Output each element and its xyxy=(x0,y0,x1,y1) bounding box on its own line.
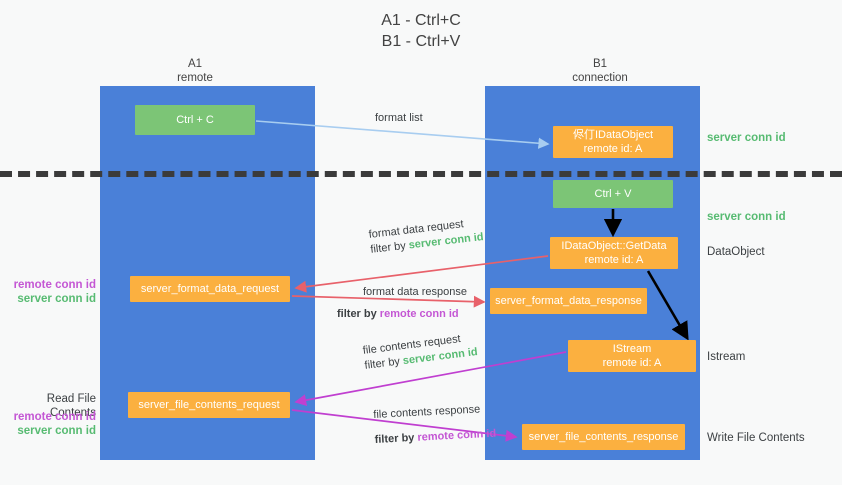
annotation-server-conn-id-mid: server conn id xyxy=(707,211,786,223)
column-header-a1: A1 remote xyxy=(120,57,270,85)
divider-dashed-line xyxy=(0,171,842,177)
edge-label-file-contents-response-filter-prefix: filter by xyxy=(374,431,418,446)
column-a1-name: A1 xyxy=(187,58,203,70)
column-header-b1: B1 connection xyxy=(525,57,675,85)
annotation-left-conn-ids-top: remote conn id server conn id xyxy=(8,278,96,306)
annotation-remote-conn-id-2: remote conn id xyxy=(13,411,96,423)
node-idataobject-line2: remote id: A xyxy=(583,143,643,155)
edge-label-file-contents-response: file contents response filter by remote … xyxy=(373,402,497,448)
annotation-server-conn-id-2: server conn id xyxy=(17,425,96,437)
node-ctrl-v-label: Ctrl + V xyxy=(594,188,632,200)
title-line-1: A1 - Ctrl+C xyxy=(381,12,461,29)
annotation-left-conn-ids-bottom: remote conn id server conn id xyxy=(8,410,96,438)
annotation-read-file-contents: Read File Contents xyxy=(46,393,96,419)
node-server-file-contents-response[interactable]: server_file_contents_response xyxy=(522,424,685,450)
edge-format-data-response xyxy=(291,295,486,308)
annotation-server-conn-id-1: server conn id xyxy=(17,293,96,305)
node-server-format-data-response-label: server_format_data_response xyxy=(495,295,642,307)
page-title: A1 - Ctrl+C B1 - Ctrl+V xyxy=(0,10,842,52)
edge-label-format-data-response: format data response filter by remote co… xyxy=(337,285,467,322)
node-server-format-data-response[interactable]: server_format_data_response xyxy=(490,288,647,314)
node-ctrl-c-label: Ctrl + C xyxy=(176,114,214,126)
edge-label-format-data-response-filter-prefix: filter by xyxy=(337,308,380,320)
node-server-file-contents-request-label: server_file_contents_request xyxy=(138,399,280,411)
annotation-istream: Istream xyxy=(707,351,746,363)
edge-format-list xyxy=(255,120,550,149)
node-istream-line1: IStream xyxy=(612,343,652,355)
edge-label-format-data-request-filter-prefix: filter by xyxy=(369,239,410,256)
annotation-remote-conn-id-1: remote conn id xyxy=(13,279,96,291)
edge-file-contents-request xyxy=(294,351,567,406)
node-ctrl-c[interactable]: Ctrl + C xyxy=(135,105,255,135)
edge-label-format-list: format list xyxy=(375,112,423,124)
edge-label-format-data-response-filter-value: remote conn id xyxy=(379,308,459,320)
edge-label-format-data-response-line1: format data response xyxy=(363,286,467,298)
annotation-dataobject: DataObject xyxy=(707,246,765,258)
node-server-file-contents-request[interactable]: server_file_contents_request xyxy=(128,392,290,418)
node-ctrl-v[interactable]: Ctrl + V xyxy=(553,180,673,208)
edge-file-contents-response xyxy=(291,409,518,442)
annotation-write-file-contents: Write File Contents xyxy=(707,432,805,444)
edge-label-file-contents-request-filter-prefix: filter by xyxy=(363,355,404,372)
edge-label-file-contents-response-filter-value: remote conn id xyxy=(417,427,497,444)
node-server-format-data-request[interactable]: server_format_data_request xyxy=(130,276,290,302)
node-getdata-line2: remote id: A xyxy=(584,254,644,266)
column-b1-role: connection xyxy=(572,72,628,84)
node-getdata-line1: IDataObject::GetData xyxy=(561,240,667,252)
node-getdata[interactable]: IDataObject::GetData remote id: A xyxy=(550,237,678,269)
column-a1-role: remote xyxy=(177,72,213,84)
annotation-server-conn-id-top: server conn id xyxy=(707,132,786,144)
node-istream-line2: remote id: A xyxy=(602,357,662,369)
node-server-file-contents-response-label: server_file_contents_response xyxy=(528,431,679,443)
node-idataobject[interactable]: 侭仃IDataObject remote id: A xyxy=(553,126,673,158)
node-server-format-data-request-label: server_format_data_request xyxy=(140,283,280,295)
node-idataobject-line1: 侭仃IDataObject xyxy=(572,129,654,141)
title-line-2: B1 - Ctrl+V xyxy=(381,33,461,50)
column-b1-name: B1 xyxy=(592,58,608,70)
edge-getdata-to-istream xyxy=(646,270,689,341)
node-istream[interactable]: IStream remote id: A xyxy=(568,340,696,372)
edge-format-data-request xyxy=(294,255,549,293)
